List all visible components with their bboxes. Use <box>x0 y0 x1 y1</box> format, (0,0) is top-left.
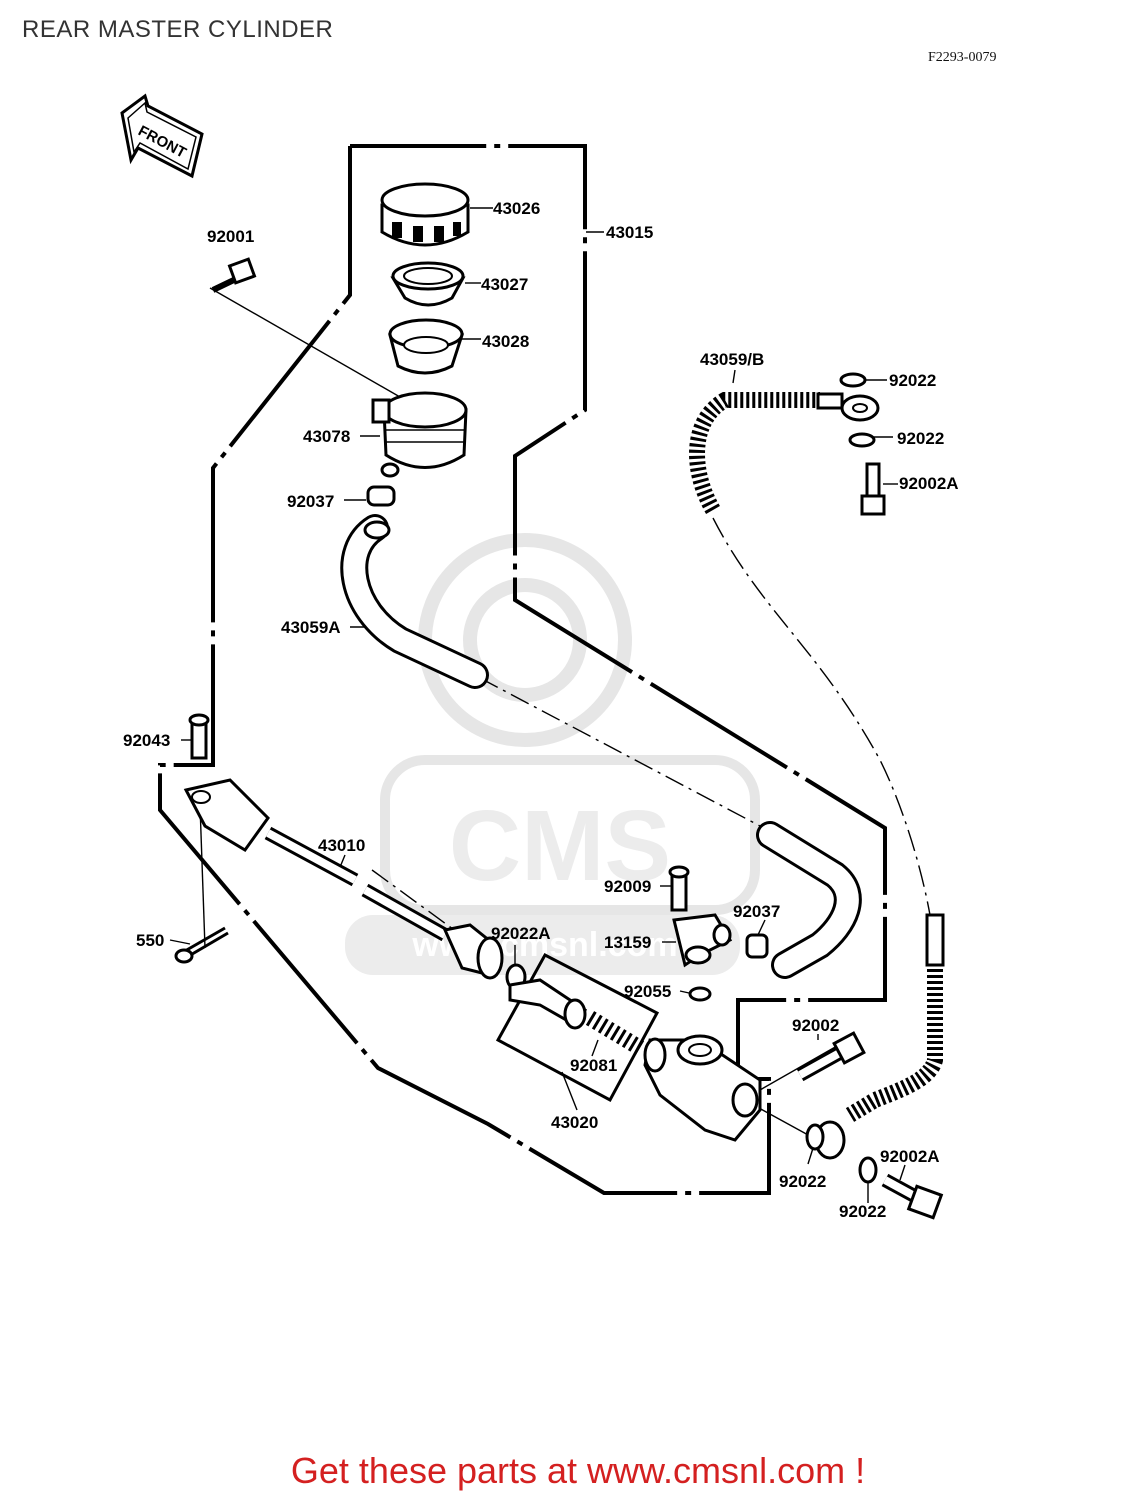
label-92002: 92002 <box>792 1016 839 1035</box>
label-43026: 43026 <box>493 199 540 218</box>
assembly-frame-43015 <box>158 144 887 1195</box>
fitting-13159 <box>672 913 733 968</box>
label-92022A: 92022A <box>491 924 551 943</box>
front-arrow-icon: FRONT <box>120 93 204 179</box>
label-92022-c: 92022 <box>779 1172 826 1191</box>
clamp-92037-lower <box>745 933 769 959</box>
label-43028: 43028 <box>482 332 529 351</box>
label-92055: 92055 <box>624 982 671 1001</box>
label-43027: 43027 <box>481 275 528 294</box>
label-92043: 92043 <box>123 731 170 750</box>
label-43059B: 43059/B <box>700 350 764 369</box>
washer-92022-d <box>858 1156 878 1184</box>
label-43010: 43010 <box>318 836 365 855</box>
label-92081: 92081 <box>570 1056 617 1075</box>
diaphragm-43028 <box>388 318 465 375</box>
figure-code: F2293-0079 <box>928 50 997 65</box>
label-92009: 92009 <box>604 877 651 896</box>
label-92022-a: 92022 <box>889 371 936 390</box>
label-43078: 43078 <box>303 427 350 446</box>
label-43015: 43015 <box>606 223 653 242</box>
watermark-cms-text: CMS <box>449 790 671 902</box>
page-title: REAR MASTER CYLINDER <box>22 16 334 43</box>
label-92037: 92037 <box>733 902 780 921</box>
o-ring-92055 <box>688 986 712 1002</box>
master-cylinder-body <box>643 1034 762 1142</box>
label-43059A: 43059A <box>281 618 341 637</box>
diaphragm-plate-43027 <box>390 261 466 307</box>
label-43020: 43020 <box>551 1113 598 1132</box>
piston-assembly-43020 <box>508 978 645 1055</box>
leader-lines <box>169 207 931 1203</box>
bolt-92009 <box>668 865 690 912</box>
label-92002A-top: 92002A <box>899 474 959 493</box>
label-92022-b: 92022 <box>897 429 944 448</box>
bolt-92002A-top <box>860 462 886 516</box>
label-92001: 92001 <box>207 227 254 246</box>
push-rod-43010 <box>183 778 504 980</box>
footer-link-text[interactable]: Get these parts at www.cmsnl.com ! <box>290 1450 866 1491</box>
brake-hose-43059B <box>689 392 945 1160</box>
reservoir-43078 <box>371 391 468 478</box>
clamp-92037-top <box>366 485 396 507</box>
pin-92043 <box>188 713 210 760</box>
label-92037-top: 92037 <box>287 492 334 511</box>
hose-lower <box>756 821 862 979</box>
washer-92022-b <box>848 432 876 448</box>
label-550: 550 <box>136 931 164 950</box>
cotter-pin-550 <box>174 926 229 964</box>
bolt-92002 <box>796 1031 866 1082</box>
washer-92022-a <box>839 372 867 388</box>
label-13159: 13159 <box>604 933 651 952</box>
bolt-92002A-bottom <box>881 1173 944 1220</box>
reservoir-cap-43026 <box>380 182 470 247</box>
hose-43059A <box>340 514 489 689</box>
label-92022-d: 92022 <box>839 1202 886 1221</box>
label-92002A-bottom: 92002A <box>880 1147 940 1166</box>
screw-92001 <box>211 257 257 293</box>
washer-92022-c <box>805 1123 825 1151</box>
